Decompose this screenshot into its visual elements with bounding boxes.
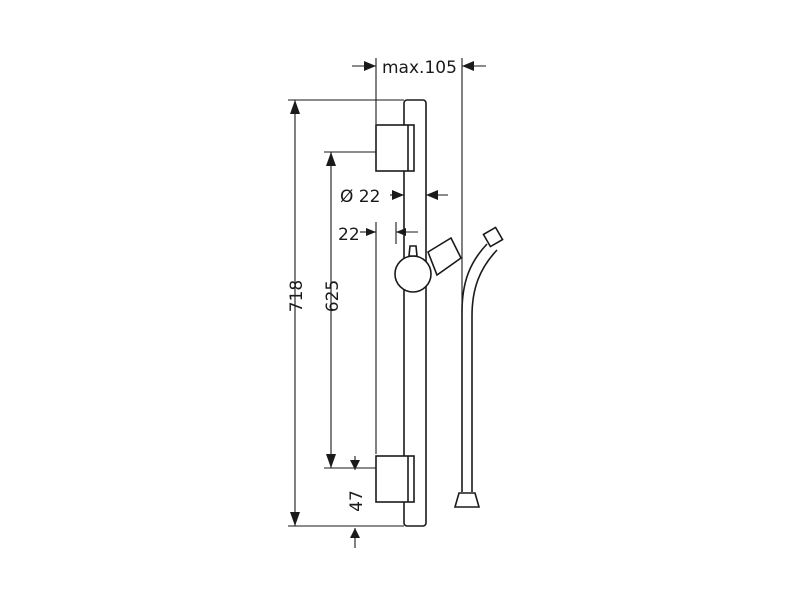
dimension-handle-offset: 22: [338, 222, 418, 454]
dimension-overall-height: 718: [287, 99, 404, 527]
top-wall-bracket: [375, 124, 415, 172]
label-handle-offset: 22: [338, 225, 360, 245]
rail-bar: [403, 99, 427, 527]
dimension-bottom-offset: 47: [347, 456, 367, 548]
shower-rail: [375, 99, 463, 527]
dimension-max-projection: max.105: [352, 58, 486, 312]
label-bottom-offset: 47: [347, 490, 367, 512]
label-overall-height: 718: [287, 280, 307, 312]
slider-holder: [394, 236, 463, 293]
bottom-wall-bracket: [375, 455, 415, 503]
dimension-bar-diameter: Ø 22: [340, 187, 448, 207]
label-max-projection: max.105: [382, 58, 457, 78]
shower-hose: [453, 226, 504, 508]
label-bracket-spacing: 625: [323, 280, 343, 312]
label-bar-diameter: Ø 22: [340, 187, 380, 207]
dimension-bracket-spacing: 625: [323, 151, 376, 469]
